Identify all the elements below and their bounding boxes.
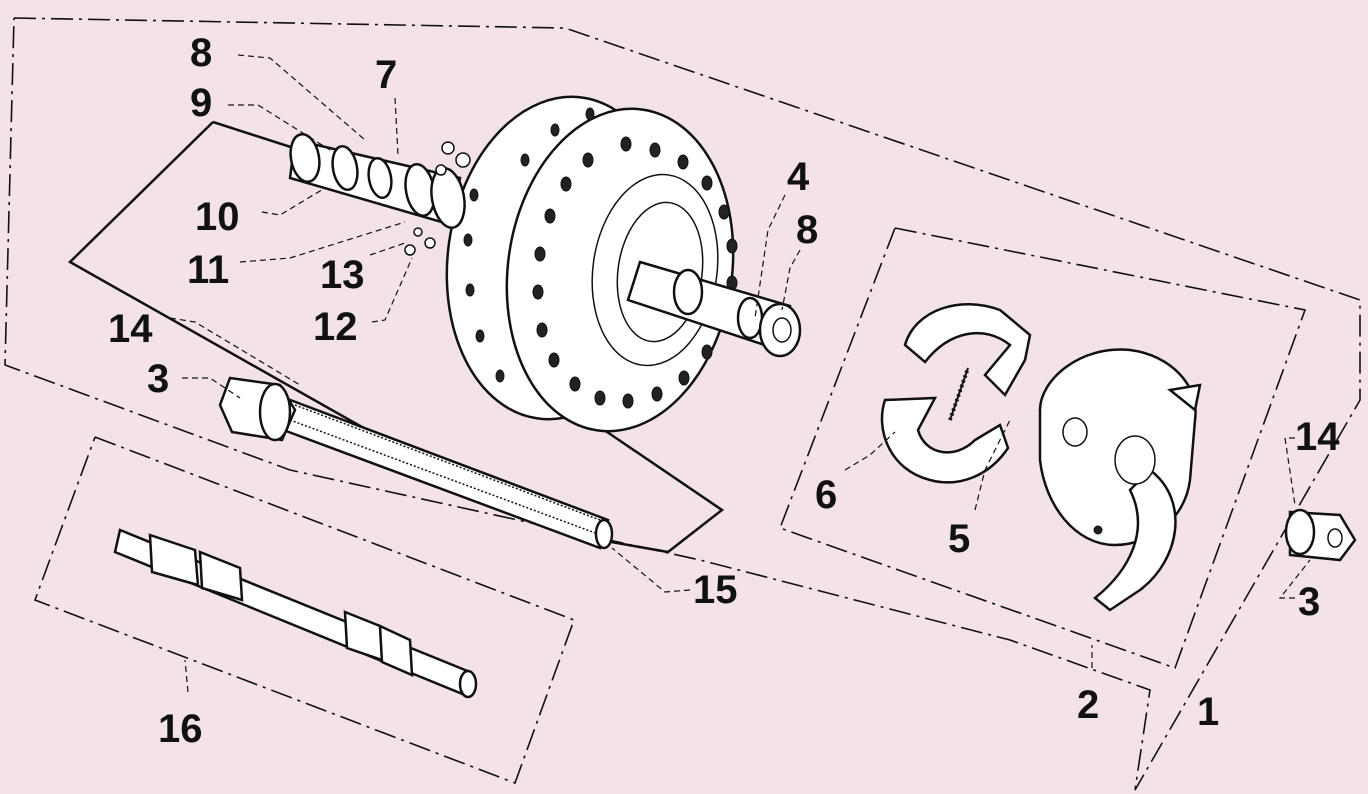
right-axle-nut [1284, 508, 1357, 562]
callout-15: 15 [693, 568, 738, 612]
callout-12: 12 [313, 305, 358, 349]
brake-shoes [880, 302, 1032, 484]
callout-3-right: 3 [1298, 580, 1320, 624]
callout-14-right: 14 [1295, 415, 1340, 459]
callout-labels: 8 9 7 10 11 13 12 14 3 4 8 6 5 14 3 15 2… [108, 31, 1340, 751]
callout-8-right: 8 [796, 208, 818, 252]
group-outline-brake-2 [778, 227, 1307, 670]
callout-14-left: 14 [108, 307, 153, 351]
callout-7: 7 [375, 53, 397, 97]
group-outline-spindle-16 [33, 436, 576, 785]
threaded-axle [218, 376, 614, 550]
leader-lines [169, 54, 1311, 693]
group-outline-assembly-1 [4, 17, 1361, 791]
bearing-spacer-stack [288, 132, 471, 256]
callout-2: 2 [1077, 683, 1099, 727]
callout-6: 6 [815, 473, 837, 517]
callout-13: 13 [320, 253, 365, 297]
callout-3-left: 3 [147, 357, 169, 401]
callout-1: 1 [1197, 690, 1219, 734]
callout-4: 4 [787, 155, 810, 199]
spindle-tool [113, 528, 478, 699]
right-axle-bearing [626, 260, 802, 358]
callout-5: 5 [948, 517, 970, 561]
callout-8-top: 8 [190, 31, 212, 75]
callout-9: 9 [190, 81, 212, 125]
callout-11: 11 [187, 248, 229, 292]
callout-16: 16 [158, 707, 203, 751]
brake-plate [1038, 348, 1202, 612]
callout-10: 10 [195, 195, 240, 239]
wheel-hub-disc [445, 95, 738, 433]
